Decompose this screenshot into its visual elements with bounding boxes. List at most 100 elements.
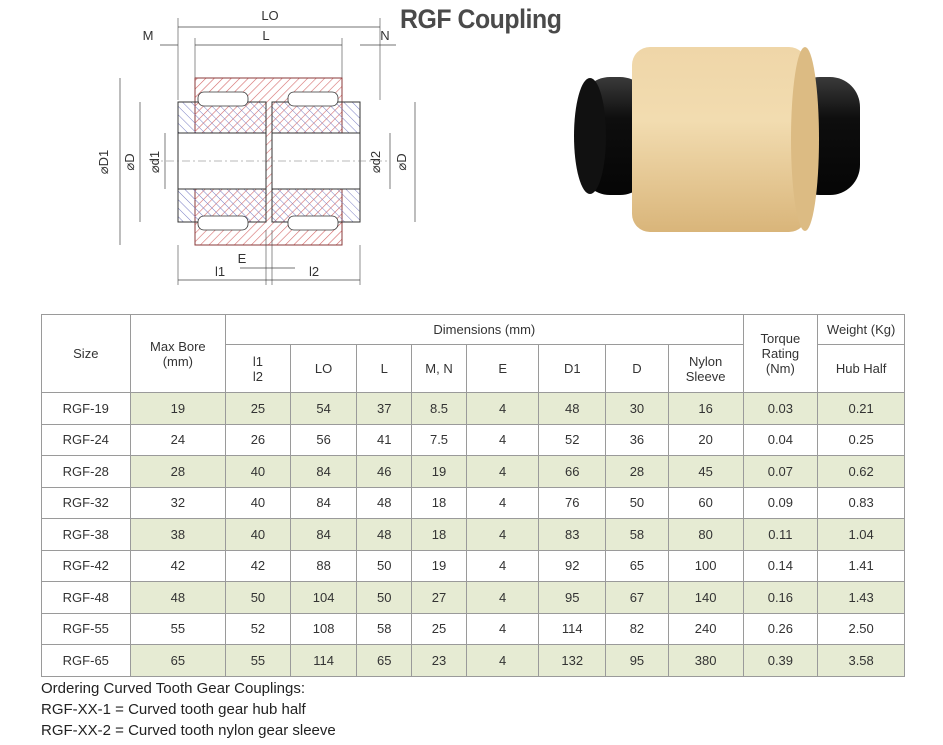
table-cell: 36 [605,423,669,456]
table-cell: 24 [129,423,227,456]
dim-e-label: E [238,251,247,266]
table-cell: 114 [538,612,607,645]
table-cell: 4 [465,423,540,456]
size-cell: RGF-28 [41,455,131,488]
table-cell: 4 [465,392,540,425]
table-cell: 45 [667,455,744,488]
table-cell: 50 [225,581,291,614]
coupling-drawing: LO L M N ⌀D1 ⌀D ⌀d1 ⌀d2 ⌀D E l1 l2 [96,8,416,285]
table-cell: 54 [289,392,358,425]
header-l: L [356,344,413,393]
dim-l2-label: l2 [309,264,319,279]
table-cell: 26 [225,423,291,456]
table-cell: 380 [667,644,744,677]
table-cell: 0.04 [742,423,819,456]
table-cell: 48 [356,486,413,519]
table-cell: 0.14 [742,549,819,582]
table-cell: 4 [465,486,540,519]
table-cell: 28 [605,455,669,488]
table-cell: 50 [356,549,413,582]
size-cell: RGF-65 [41,644,131,677]
table-cell: 18 [411,486,467,519]
table-cell: 19 [129,392,227,425]
header-mn: M, N [411,344,467,393]
table-cell: 52 [225,612,291,645]
table-cell: 92 [538,549,607,582]
header-max-bore: Max Bore (mm) [129,314,227,393]
table-cell: 65 [129,644,227,677]
table-cell: 132 [538,644,607,677]
dim-d1-label: ⌀D1 [96,150,111,174]
table-cell: 4 [465,581,540,614]
header-weight: Weight (Kg) [817,314,905,345]
table-cell: 67 [605,581,669,614]
table-cell: 0.07 [742,455,819,488]
header-hub-half: Hub Half [817,344,905,393]
table-cell: 65 [605,549,669,582]
table-cell: 18 [411,518,467,551]
header-e: E [465,344,540,393]
dim-m-label: M [143,28,154,43]
table-cell: 114 [289,644,358,677]
table-cell: 0.62 [817,455,905,488]
table-cell: 4 [465,549,540,582]
table-cell: 0.39 [742,644,819,677]
table-cell: 3.58 [817,644,905,677]
table-cell: 25 [225,392,291,425]
table-cell: 240 [667,612,744,645]
dim-d-left-label: ⌀D [122,153,137,170]
table-cell: 50 [605,486,669,519]
table-cell: 76 [538,486,607,519]
table-cell: 0.03 [742,392,819,425]
spec-table: Size Max Bore (mm) Dimensions (mm) Torqu… [41,314,905,677]
header-lo: LO [289,344,358,393]
table-cell: 80 [667,518,744,551]
table-cell: 4 [465,612,540,645]
table-cell: 40 [225,518,291,551]
table-cell: 65 [356,644,413,677]
notes-heading: Ordering Curved Tooth Gear Couplings: [41,680,306,697]
header-d1: D1 [538,344,607,393]
table-cell: 38 [129,518,227,551]
table-cell: 55 [225,644,291,677]
table-cell: 48 [538,392,607,425]
table-cell: 42 [225,549,291,582]
table-cell: 16 [667,392,744,425]
table-cell: 100 [667,549,744,582]
table-cell: 4 [465,518,540,551]
table-cell: 1.41 [817,549,905,582]
table-cell: 4 [465,644,540,677]
dim-n-label: N [380,28,389,43]
table-cell: 20 [667,423,744,456]
notes-line-1: RGF-XX-1 = Curved tooth gear hub half [41,701,306,718]
table-cell: 48 [129,581,227,614]
ordering-notes: Ordering Curved Tooth Gear Couplings: RG… [41,678,336,741]
table-cell: 41 [356,423,413,456]
table-cell: 104 [289,581,358,614]
table-cell: 52 [538,423,607,456]
table-cell: 56 [289,423,358,456]
header-nylon-sleeve: Nylon Sleeve [667,344,744,393]
table-cell: 19 [411,549,467,582]
table-cell: 48 [356,518,413,551]
dim-d1-bore-label: ⌀d1 [147,151,162,173]
table-cell: 0.09 [742,486,819,519]
header-d: D [605,344,669,393]
table-cell: 66 [538,455,607,488]
table-cell: 108 [289,612,358,645]
size-cell: RGF-38 [41,518,131,551]
table-cell: 0.16 [742,581,819,614]
table-cell: 0.26 [742,612,819,645]
table-cell: 27 [411,581,467,614]
table-cell: 95 [538,581,607,614]
table-cell: 0.11 [742,518,819,551]
table-cell: 84 [289,518,358,551]
dim-lo-label: LO [261,8,278,23]
dim-l1-label: l1 [215,264,225,279]
